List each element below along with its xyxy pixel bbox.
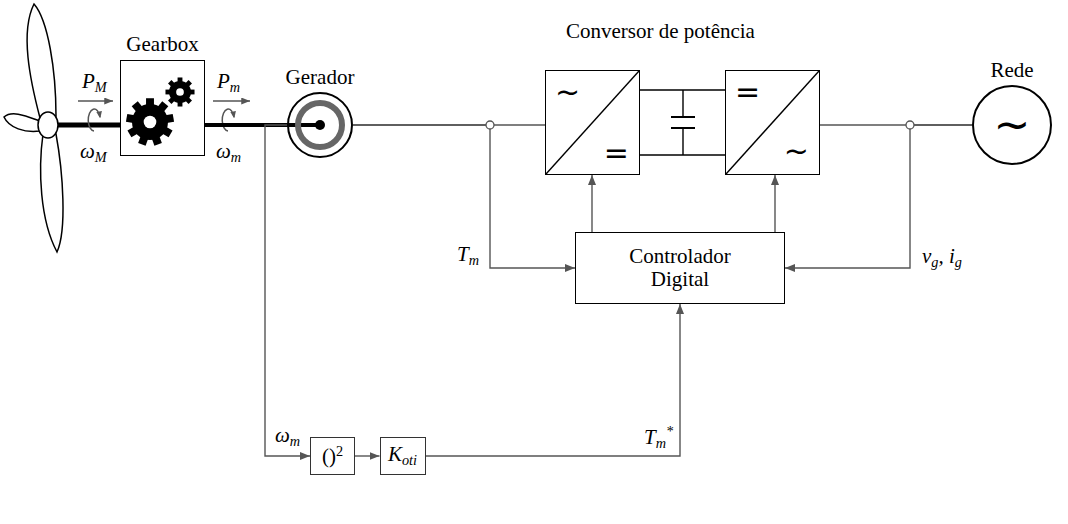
capacitor-symbol <box>671 90 695 155</box>
subscript: M <box>95 79 107 95</box>
generator-ring <box>298 103 342 147</box>
gear-tooth <box>126 114 136 123</box>
ac-symbol: ~ <box>784 136 809 166</box>
capacitor-lead <box>682 128 683 155</box>
gear-tooth <box>185 80 192 87</box>
subscript: M <box>95 149 107 165</box>
connector <box>265 125 310 456</box>
signal-name: ωm <box>273 424 302 450</box>
converter-diagonal <box>726 71 819 174</box>
group-heading: Conversor de potência <box>566 20 755 43</box>
block-label: ()2 <box>322 444 343 469</box>
subscript: m <box>231 149 241 165</box>
gear-icon <box>126 77 195 145</box>
power-label: PM <box>82 70 107 96</box>
connector-group <box>205 90 972 456</box>
turbine-blade <box>41 134 63 252</box>
gear-body <box>169 81 191 103</box>
inverter-box: =~ <box>725 70 820 175</box>
generator-circle: Gerador <box>287 92 353 158</box>
gearbox-box: Gearbox <box>120 60 205 156</box>
gain-block: Koti <box>380 437 426 475</box>
subscript: i <box>413 452 417 468</box>
junction-dot <box>906 121 914 129</box>
junction-group <box>486 121 914 129</box>
supscript: 2 <box>336 443 343 459</box>
converter-diagonal <box>546 71 639 174</box>
power-arrow <box>213 100 250 102</box>
power-arrow <box>78 100 113 102</box>
gear-tooth <box>127 126 139 137</box>
ac-symbol: ~ <box>555 77 580 107</box>
gear-tooth <box>165 90 171 95</box>
controller-box: Controlador Digital <box>575 232 785 304</box>
connector <box>355 455 380 456</box>
node-heading: Rede <box>990 59 1033 82</box>
ac-source-symbol: ~ <box>994 103 1031 147</box>
gear-tooth <box>168 80 175 87</box>
block-label: Koti <box>388 443 417 469</box>
connector <box>426 304 681 456</box>
subscript: m <box>230 79 240 95</box>
generator-rotor <box>287 103 342 147</box>
capacitor-plate <box>671 127 695 129</box>
power-label: Pm <box>217 70 240 96</box>
subscript: m <box>469 252 479 268</box>
gear-hole <box>144 116 157 129</box>
subscript: m <box>290 433 300 449</box>
signal-name: Tm <box>455 243 481 269</box>
connector <box>353 125 575 268</box>
controller-label: Controlador Digital <box>615 245 745 291</box>
dc-symbol: = <box>604 138 629 168</box>
capacitor-plate <box>671 116 695 118</box>
dc-symbol: = <box>735 77 760 107</box>
subscript: g <box>931 254 938 270</box>
rotation-arrow <box>222 109 234 131</box>
rectifier-box: ~= <box>545 70 640 175</box>
gear-tooth <box>178 101 183 107</box>
connector <box>591 175 592 232</box>
gear-tooth <box>168 97 175 104</box>
gear-tooth <box>178 77 183 83</box>
capacitor-lead <box>682 90 683 117</box>
rotor-dot <box>315 120 325 130</box>
turbine-hub <box>38 112 58 138</box>
junction-dot <box>486 121 494 129</box>
gear-tooth <box>164 114 174 123</box>
subscript: m <box>656 435 666 451</box>
grid-circle: Rede~ <box>972 85 1052 165</box>
wind-turbine <box>4 4 120 252</box>
subscript: t <box>409 452 413 468</box>
signal-name: Tm* <box>642 424 675 452</box>
connector <box>774 175 775 232</box>
square-block: ()2 <box>310 437 355 475</box>
node-heading: Gerador <box>286 66 355 89</box>
gear-tooth <box>151 135 162 146</box>
gear-tooth <box>156 101 168 113</box>
gear-tooth <box>161 126 173 137</box>
node-heading: Gearbox <box>126 33 198 56</box>
speed-label: ωM <box>80 140 107 166</box>
gear-hole <box>176 88 184 96</box>
gear-tooth <box>185 97 192 104</box>
gear-tooth <box>146 98 154 107</box>
gear-tooth <box>138 135 149 146</box>
subscript: o <box>402 452 409 468</box>
turbine-blade <box>27 4 56 118</box>
signal-name: vg, ig <box>920 245 964 271</box>
subscript: g <box>955 254 962 270</box>
gear-tooth <box>132 101 144 113</box>
speed-label: ωm <box>216 140 241 166</box>
supscript: * <box>666 423 673 439</box>
gear-tooth <box>189 90 195 95</box>
rotation-arrow <box>88 109 100 131</box>
turbine-blade <box>4 114 40 132</box>
connector <box>640 89 725 90</box>
